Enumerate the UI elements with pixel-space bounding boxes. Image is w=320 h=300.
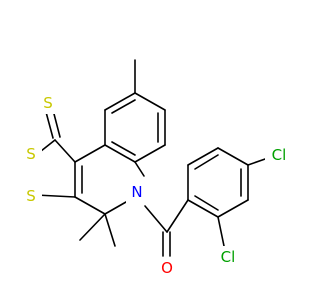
bond — [187, 199, 219, 218]
oxygen-label: O — [161, 259, 173, 277]
dichlorophenyl-ring-bonds — [187, 147, 249, 218]
label-mask — [126, 180, 148, 204]
bond — [35, 194, 76, 198]
bond — [74, 196, 106, 215]
benzo-ring-bonds — [104, 92, 166, 163]
bond — [194, 154, 219, 170]
bond — [187, 147, 219, 166]
molecule-structure-diagram: S S S N O Cl Cl — [20, 59, 293, 279]
bond — [134, 161, 145, 177]
ring-sulfur-label: S — [26, 145, 36, 163]
bond — [134, 144, 166, 163]
thione-double-bond — [52, 109, 61, 138]
bond — [217, 147, 249, 166]
thione-double-bond — [45, 111, 54, 139]
label-mask — [214, 246, 242, 268]
ring-sulfur-label: S — [26, 187, 36, 205]
chlorine-label: Cl — [272, 146, 287, 164]
bond — [104, 201, 127, 215]
dihydroquinoline-ring-bonds — [74, 144, 145, 215]
nitrogen-label: N — [131, 183, 142, 201]
methyl-bond — [79, 213, 106, 241]
bond — [104, 144, 136, 163]
aryl-bond — [166, 199, 189, 233]
methyl-bond — [104, 213, 116, 247]
chlorine-label: Cl — [221, 248, 236, 266]
bond — [217, 199, 249, 218]
bond — [194, 195, 219, 211]
label-mask — [20, 143, 42, 165]
bond — [54, 139, 76, 163]
thione-sulfur-label: S — [43, 94, 53, 112]
label-mask — [265, 144, 293, 166]
amide-bond — [144, 205, 168, 233]
bond — [134, 92, 166, 111]
label-mask — [37, 92, 59, 114]
bond — [111, 99, 136, 114]
atom-labels: S S S N O Cl Cl — [20, 92, 293, 279]
chloro-bond — [247, 157, 269, 166]
label-mask — [156, 257, 178, 279]
bond — [111, 141, 136, 156]
bond — [104, 92, 136, 111]
bond — [74, 144, 106, 163]
label-mask — [20, 185, 42, 207]
chloro-bond — [217, 216, 225, 247]
